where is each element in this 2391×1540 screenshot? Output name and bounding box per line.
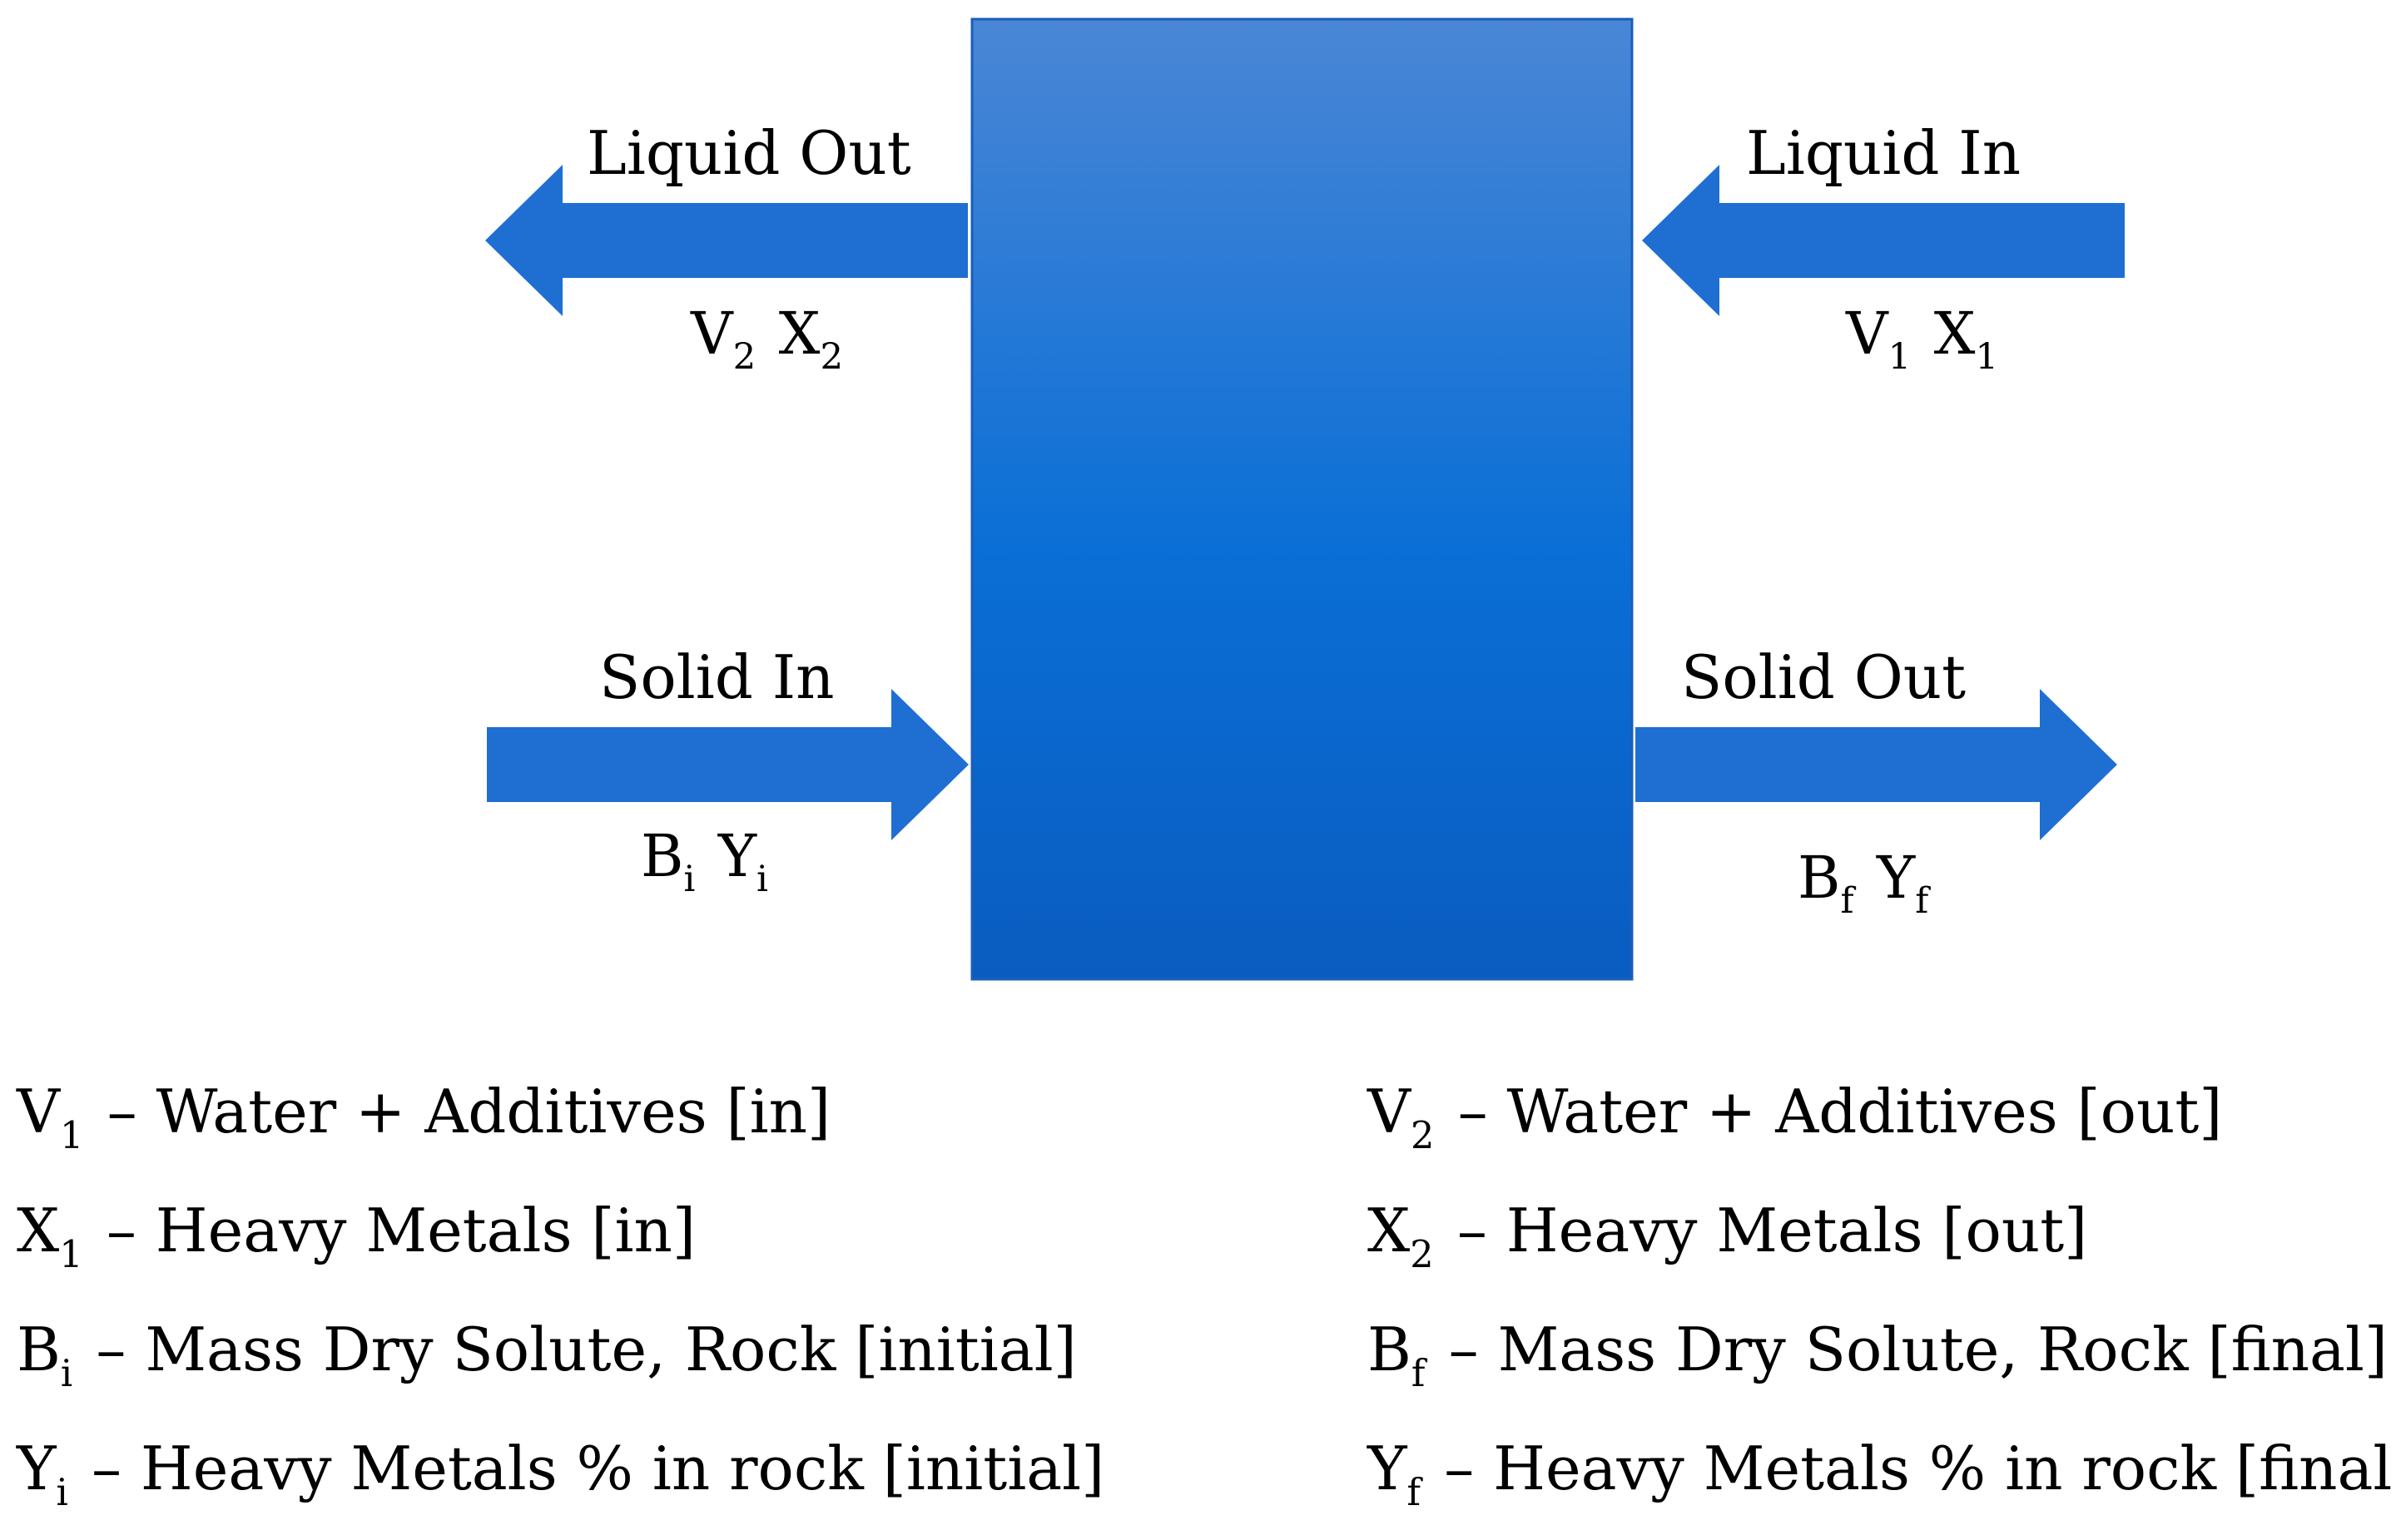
solid-out-variables: Bf Yf bbox=[1798, 844, 1929, 923]
legend-left-v1: V1 – Water + Additives [in] bbox=[17, 1077, 831, 1157]
liquid-out-arrow bbox=[485, 165, 968, 316]
solid-in-variables: Bi Yi bbox=[641, 822, 768, 901]
solid-out-label: Solid Out bbox=[1681, 642, 1967, 712]
legend-right-v2: V2 – Water + Additives [out] bbox=[1367, 1077, 2223, 1157]
legend-right-yf: Yf – Heavy Metals % in rock [final] bbox=[1367, 1434, 2391, 1514]
liquid-in-variables: V1 X1 bbox=[1846, 300, 1999, 379]
extraction-vessel bbox=[970, 17, 1634, 981]
solid-out-arrow bbox=[1635, 689, 2117, 840]
liquid-in-arrow bbox=[1642, 165, 2125, 316]
legend-left-bi: Bi – Mass Dry Solute, Rock [initial] bbox=[17, 1315, 1077, 1395]
legend-left-yi: Yi – Heavy Metals % in rock [initial] bbox=[17, 1434, 1105, 1514]
solid-in-label: Solid In bbox=[599, 642, 835, 712]
solid-in-arrow bbox=[487, 689, 969, 840]
legend-right-bf: Bf – Mass Dry Solute, Rock [final] bbox=[1367, 1315, 2389, 1395]
liquid-out-label: Liquid Out bbox=[587, 118, 911, 188]
legend-right-x2: X2 – Heavy Metals [out] bbox=[1367, 1196, 2088, 1276]
legend-left-x1: X1 – Heavy Metals [in] bbox=[17, 1196, 696, 1276]
liquid-in-label: Liquid In bbox=[1746, 118, 2021, 188]
liquid-out-variables: V2 X2 bbox=[691, 300, 844, 379]
